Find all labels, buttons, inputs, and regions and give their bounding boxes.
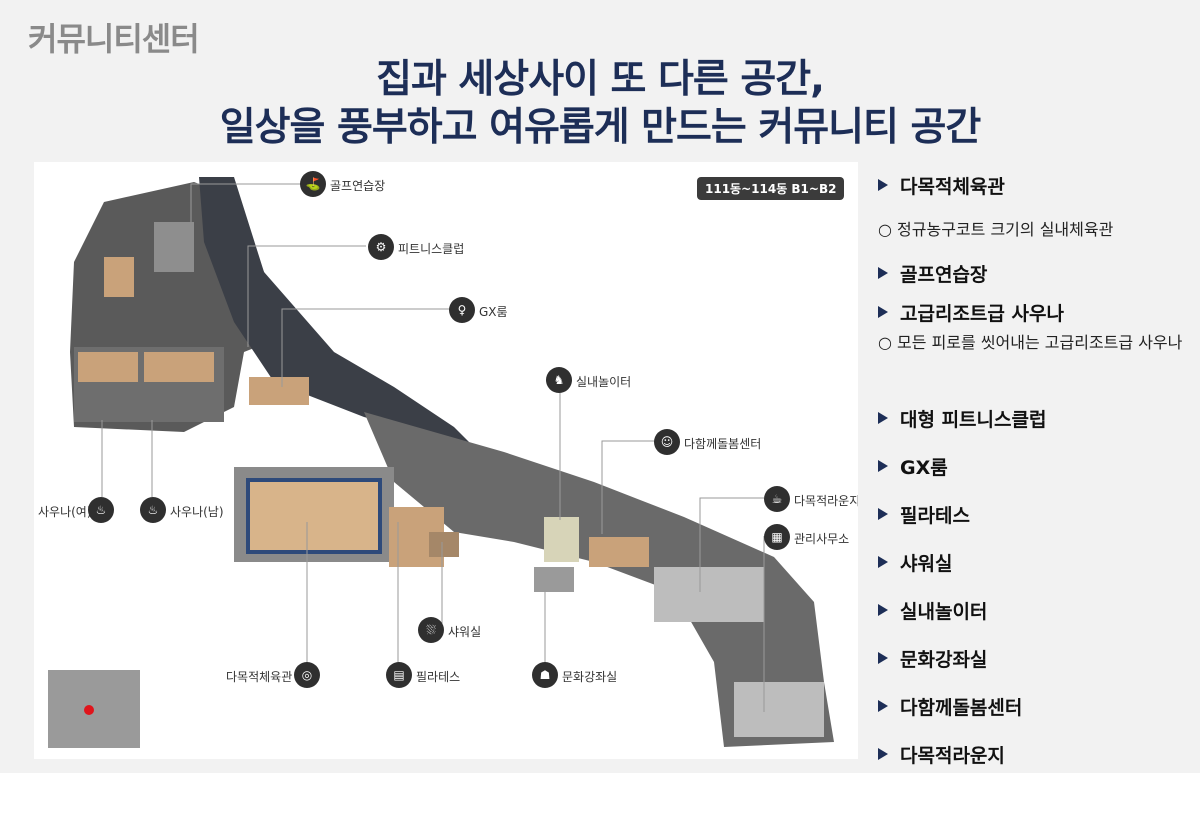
golf-fitness-strip (199, 177, 474, 447)
triangle-bullet-icon (878, 179, 888, 191)
facility-item-culture: 문화강좌실 (878, 645, 987, 672)
sauna-icon: ♨ (88, 497, 114, 523)
gym-court (246, 478, 382, 554)
daycare-floor (589, 537, 649, 567)
floor-plan-drawing (48, 177, 834, 748)
triangle-bullet-icon (878, 748, 888, 760)
key-map (48, 670, 140, 748)
playroom-label: 실내놀이터 (576, 375, 632, 389)
shower-icon: ⛆ (418, 617, 444, 643)
triangle-bullet-icon (878, 700, 888, 712)
playroom-icon: ♞ (546, 367, 572, 393)
shower-label: 샤워실 (448, 625, 482, 639)
triangle-bullet-icon (878, 508, 888, 520)
brand-title: 커뮤니티센터 (28, 21, 200, 57)
gym-icon: ◎ (294, 662, 320, 688)
playroom-floor (544, 517, 579, 562)
triangle-bullet-icon (878, 604, 888, 616)
golf-label: 골프연습장 (330, 179, 386, 193)
facility-desc-gym: ○ 정규농구코트 크기의 실내체육관 (878, 220, 1114, 239)
sauna-f-label: 사우나(여) (38, 505, 92, 519)
key-map-marker (84, 705, 94, 715)
triangle-bullet-icon (878, 460, 888, 472)
lounge-label: 다목적라운지 (794, 494, 858, 508)
pilates-icon: ▤ (386, 662, 412, 688)
culture-label: 문화강좌실 (562, 670, 618, 684)
facility-item-pilates: 필라테스 (878, 501, 970, 528)
office-area (734, 682, 824, 737)
culture-icon: ☗ (532, 662, 558, 688)
triangle-bullet-icon (878, 556, 888, 568)
facility-item-playroom: 실내놀이터 (878, 597, 987, 624)
upper-room-2 (154, 222, 194, 272)
floor-badge: 111동~114동 B1~B2 (697, 177, 845, 200)
right-wing (364, 412, 834, 747)
fitness-icon: ⚙ (368, 234, 394, 260)
office-label: 관리사무소 (794, 532, 850, 546)
facility-item-shower: 샤워실 (878, 549, 952, 576)
facility-item-gx: GX룸 (878, 453, 948, 480)
sauna-f-floor (78, 352, 138, 382)
floor-plan-map: 111동~114동 B1~B2 ⛳ 골프연습장 ⚙ 피트니스클럽 ♀ GX룸 ♞… (34, 162, 858, 759)
daycare-icon: ☺ (654, 429, 680, 455)
lounge-area (654, 567, 764, 622)
upper-room-1 (104, 257, 134, 297)
pilates-label: 필라테스 (416, 670, 461, 684)
facility-item-fitness: 대형 피트니스클럽 (878, 405, 1046, 432)
facility-item-lounge: 다목적라운지 (878, 741, 1005, 768)
gym-label: 다목적체육관 (226, 670, 293, 684)
headline-line1: 집과 세상사이 또 다른 공간, (376, 57, 825, 102)
golf-icon: ⛳ (300, 171, 326, 197)
facility-item-sauna: 고급리조트급 사우나 (878, 299, 1064, 326)
facility-desc-sauna: ○ 모든 피로를 씻어내는 고급리조트급 사우나 (878, 333, 1183, 352)
fitness-label: 피트니스클럽 (398, 242, 465, 256)
office-icon: ▦ (764, 524, 790, 550)
triangle-bullet-icon (878, 412, 888, 424)
facility-item-golf: 골프연습장 (878, 260, 987, 287)
daycare-label: 다함께돌봄센터 (684, 437, 762, 451)
facility-item-gym: 다목적체육관 (878, 172, 1005, 199)
lounge-icon: ☕ (764, 486, 790, 512)
sauna-m-floor (144, 352, 214, 382)
triangle-bullet-icon (878, 306, 888, 318)
sauna-m-icon: ♨ (140, 497, 166, 523)
gx-label: GX룸 (479, 305, 508, 319)
headline-line2: 일상을 풍부하고 여유롭게 만드는 커뮤니티 공간 (219, 105, 982, 150)
gx-room-floor (249, 377, 309, 405)
culture-room (534, 567, 574, 592)
sauna-m-label: 사우나(남) (170, 505, 224, 519)
triangle-bullet-icon (878, 267, 888, 279)
triangle-bullet-icon (878, 652, 888, 664)
gx-icon: ♀ (449, 297, 475, 323)
facility-item-daycare: 다함께돌봄센터 (878, 693, 1022, 720)
shower-room (429, 532, 459, 557)
